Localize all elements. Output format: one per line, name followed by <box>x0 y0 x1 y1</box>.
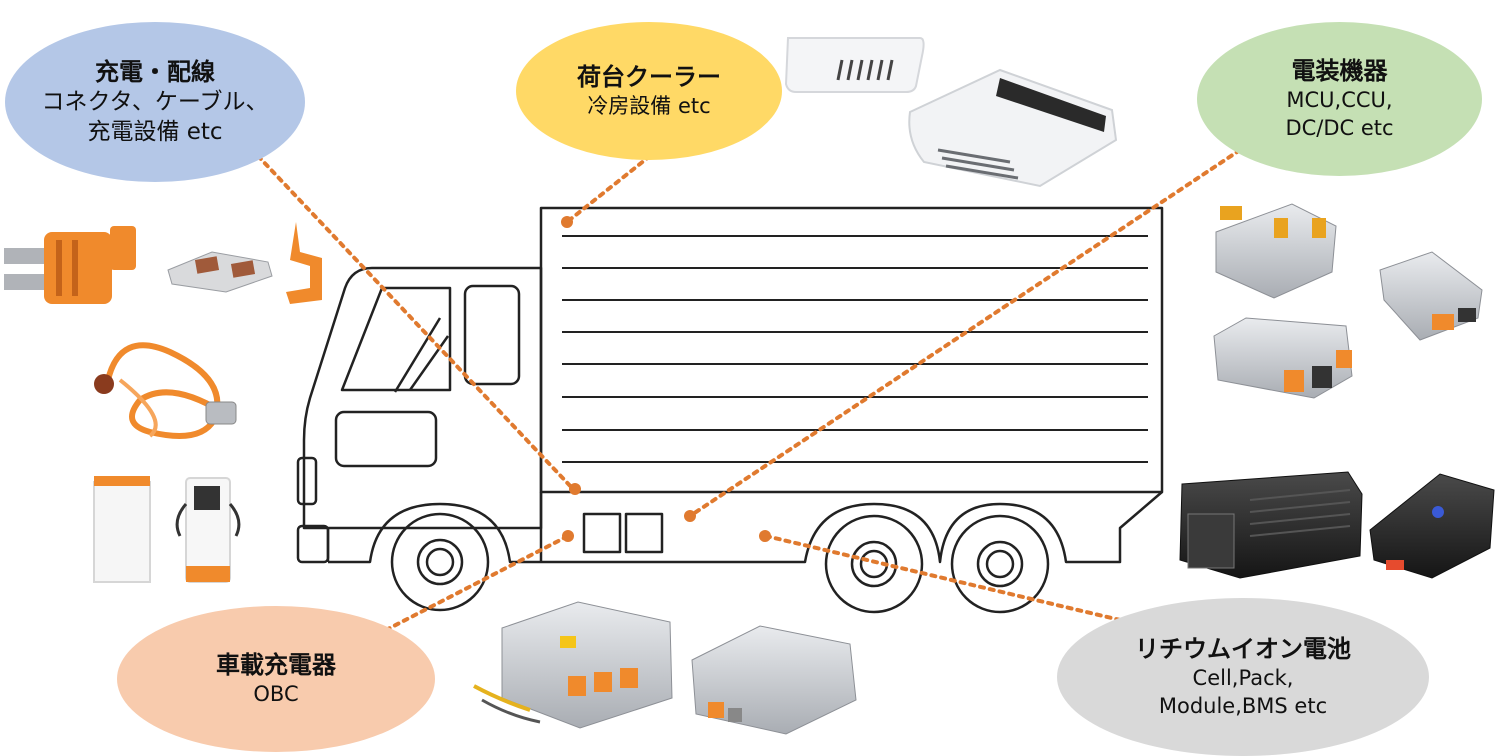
cab-door-window <box>334 410 438 468</box>
lithium-battery-bubble: リチウムイオン電池 Cell,Pack, Module,BMS etc <box>1057 598 1429 756</box>
charging-station-icon <box>93 476 241 583</box>
controller-module-icon <box>1215 203 1337 299</box>
onboard-charger-icon <box>473 601 673 729</box>
callout-dots <box>561 216 771 542</box>
cooler-callout-line <box>565 154 652 224</box>
cargo-box <box>539 206 1164 494</box>
charging-callout-line <box>256 154 576 492</box>
wire-harness-icon <box>94 342 237 439</box>
obc-callout-line <box>384 534 570 632</box>
cooler-bubble-title: 荷台クーラー <box>577 62 721 91</box>
roof-ac-unit-icon <box>908 68 1118 188</box>
obc-bubble-title: 車載充電器 <box>216 650 336 679</box>
cargo-panel-lines <box>562 235 1148 463</box>
battery-bubble-title: リチウムイオン電池 <box>1135 635 1351 664</box>
charging-bubble-title: 充電・配線 <box>95 57 215 86</box>
onboard-charger-bubble: 車載充電器 OBC <box>117 606 435 752</box>
electric-bubble-line2: DC/DC etc <box>1285 115 1394 140</box>
busbar-connector-icon <box>4 226 136 304</box>
wheels <box>390 512 1050 614</box>
controller-module-icon <box>1213 317 1353 399</box>
battery-pack-icon <box>1179 471 1363 579</box>
battery-bubble-line2: Module,BMS etc <box>1158 693 1328 718</box>
electric-bubble-title: 電装機器 <box>1291 57 1388 86</box>
windshield <box>340 286 452 392</box>
controller-module-icon <box>1379 251 1483 341</box>
battery-bubble-line1: Cell,Pack, <box>1192 666 1294 691</box>
electric-callout-line <box>688 148 1242 518</box>
electrical-equipment-bubble: 電装機器 MCU,CCU, DC/DC etc <box>1197 22 1482 176</box>
charging-bubble-line1: コネクタ、ケーブル、 <box>41 88 269 115</box>
callout-lines <box>256 148 1242 632</box>
battery-pack-icon <box>1369 473 1495 579</box>
truck-outline-icon <box>296 206 1164 614</box>
electric-bubble-line1: MCU,CCU, <box>1286 88 1393 113</box>
busbar-connector-icon <box>167 222 322 304</box>
cab-side-window <box>463 284 521 386</box>
obc-bubble-line1: OBC <box>253 681 299 706</box>
charging-wiring-bubble: 充電・配線 コネクタ、ケーブル、 充電設備 etc <box>5 22 305 182</box>
charging-bubble-line2: 充電設備 etc <box>87 118 223 145</box>
cooler-bubble-line1: 冷房設備 etc <box>587 93 711 118</box>
roof-ac-unit-icon <box>784 37 925 93</box>
cargo-cooler-bubble: 荷台クーラー 冷房設備 etc <box>516 22 782 160</box>
cab-body <box>302 266 543 530</box>
onboard-charger-icon <box>691 625 857 735</box>
battery-callout-line <box>764 534 1122 622</box>
